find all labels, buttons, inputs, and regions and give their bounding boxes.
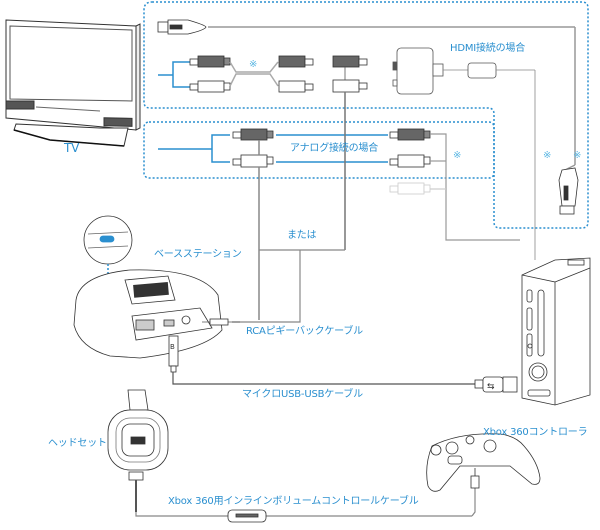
- note-mark-analog: ※: [453, 150, 461, 161]
- controller-illustration: [426, 433, 541, 492]
- headset-illustration: [107, 389, 169, 512]
- hdmi-plug-xbox: [558, 167, 579, 215]
- label-analog-case: アナログ接続の場合: [290, 143, 378, 154]
- analog-zone-box: [143, 121, 495, 179]
- tv-input-bracket-analog: [158, 134, 388, 163]
- tv-input-bracket-top: [158, 61, 190, 88]
- micro-usb-cable: [172, 372, 475, 385]
- label-hdmi-case: HDMI接続の場合: [450, 43, 525, 54]
- or-bracket: [232, 249, 345, 323]
- label-inline-cable: Xbox 360用インラインボリュームコントロールケーブル: [168, 496, 419, 507]
- svg-text:B: B: [170, 343, 175, 351]
- hdmi-plug-top: [157, 19, 207, 35]
- analog-plugs-right: [389, 128, 520, 241]
- hdmi-zone-box: [143, 1, 589, 229]
- tv-illustration: [5, 19, 141, 147]
- inline-volume-control: [227, 509, 267, 523]
- label-base-station: ベースステーション: [154, 249, 242, 260]
- usb-plug: ⇆: [474, 376, 518, 393]
- base-station-illustration: B: [73, 215, 240, 373]
- xbox-console-illustration: [521, 257, 591, 406]
- label-rca-cable: RCAピギーバックケーブル: [246, 326, 363, 337]
- hdmi-adapter: [392, 47, 536, 260]
- svg-text:⇆: ⇆: [487, 382, 495, 392]
- label-controller: Xbox 360コントローラ: [483, 427, 588, 438]
- rca-piggyback-plugs-top: [332, 55, 368, 250]
- label-headset: ヘッドセット: [48, 438, 107, 449]
- note-mark-hdmi-2: ※: [573, 150, 581, 161]
- label-tv: TV: [64, 141, 80, 155]
- controller-jack: [470, 468, 480, 489]
- note-mark-hdmi-1: ※: [543, 150, 551, 161]
- label-or: または: [287, 230, 317, 241]
- note-mark-rca-composite: ※: [249, 59, 257, 70]
- rca-cable-composite: [189, 55, 314, 93]
- label-micro-usb-cable: マイクロUSB-USBケーブル: [242, 389, 363, 400]
- inline-volume-cable: [135, 480, 476, 517]
- analog-plugs-left: [232, 128, 274, 320]
